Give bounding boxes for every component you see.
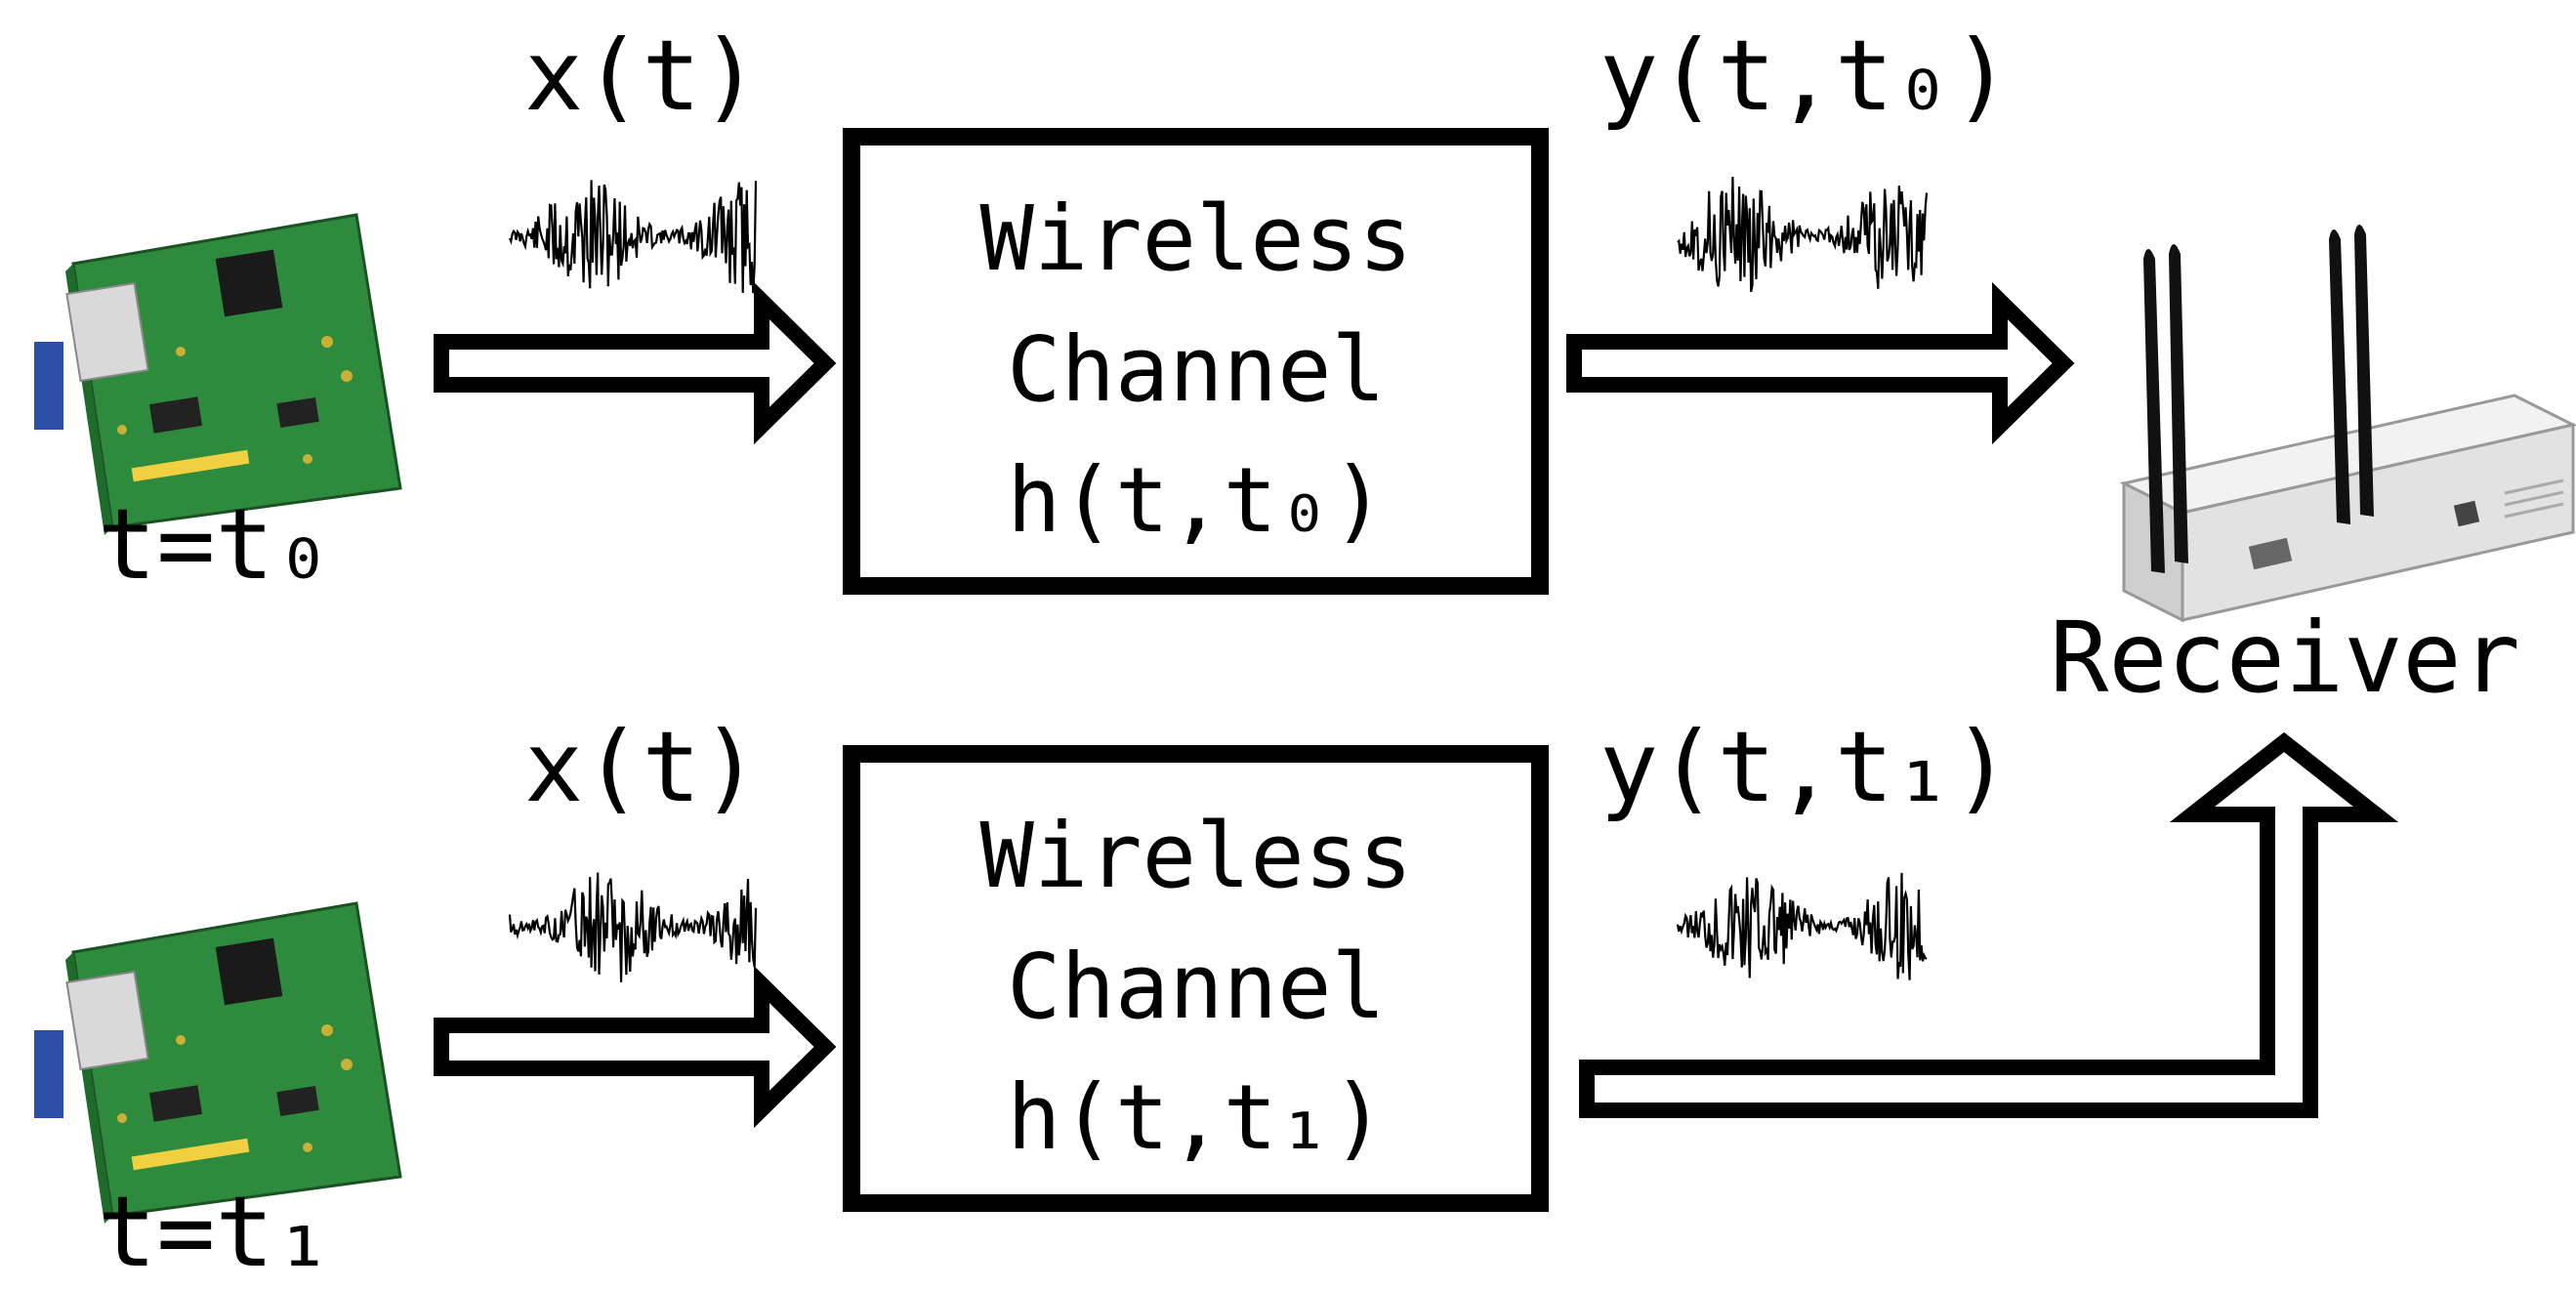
noise-waveform-icon	[1676, 872, 1928, 980]
channel-top-line1: Wireless	[979, 187, 1412, 291]
channel-bottom-line1: Wireless	[979, 804, 1412, 908]
receiver-router-icon	[2122, 223, 2575, 622]
input-signal-label-top: x(t)	[524, 19, 760, 133]
noise-waveform-icon	[1677, 177, 1929, 293]
output-signal-label-top: y(t,t₀)	[1600, 19, 2011, 133]
input-signal-label-bottom: x(t)	[524, 710, 760, 824]
time-label-bottom: t=t₁	[98, 1175, 333, 1289]
output-arrow-bottom	[1579, 731, 2399, 1118]
channel-top-line2: Channel	[1007, 317, 1386, 422]
time-label-top: t=t₀	[98, 487, 333, 602]
channel-bottom-line3: h(t,t₁)	[1007, 1065, 1386, 1170]
channel-bottom-line2: Channel	[1007, 935, 1386, 1039]
receiver-label: Receiver	[2050, 601, 2520, 715]
channel-box-top	[843, 128, 1549, 595]
noise-waveform-icon	[508, 180, 758, 294]
output-arrow-top	[1566, 281, 2075, 445]
input-arrow-top	[434, 281, 837, 445]
channel-box-bottom	[843, 745, 1549, 1212]
noise-waveform-icon	[508, 872, 758, 982]
input-arrow-bottom	[434, 965, 837, 1129]
channel-top-line3: h(t,t₀)	[1007, 448, 1386, 553]
output-signal-label-bottom: y(t,t₁)	[1600, 710, 2011, 824]
